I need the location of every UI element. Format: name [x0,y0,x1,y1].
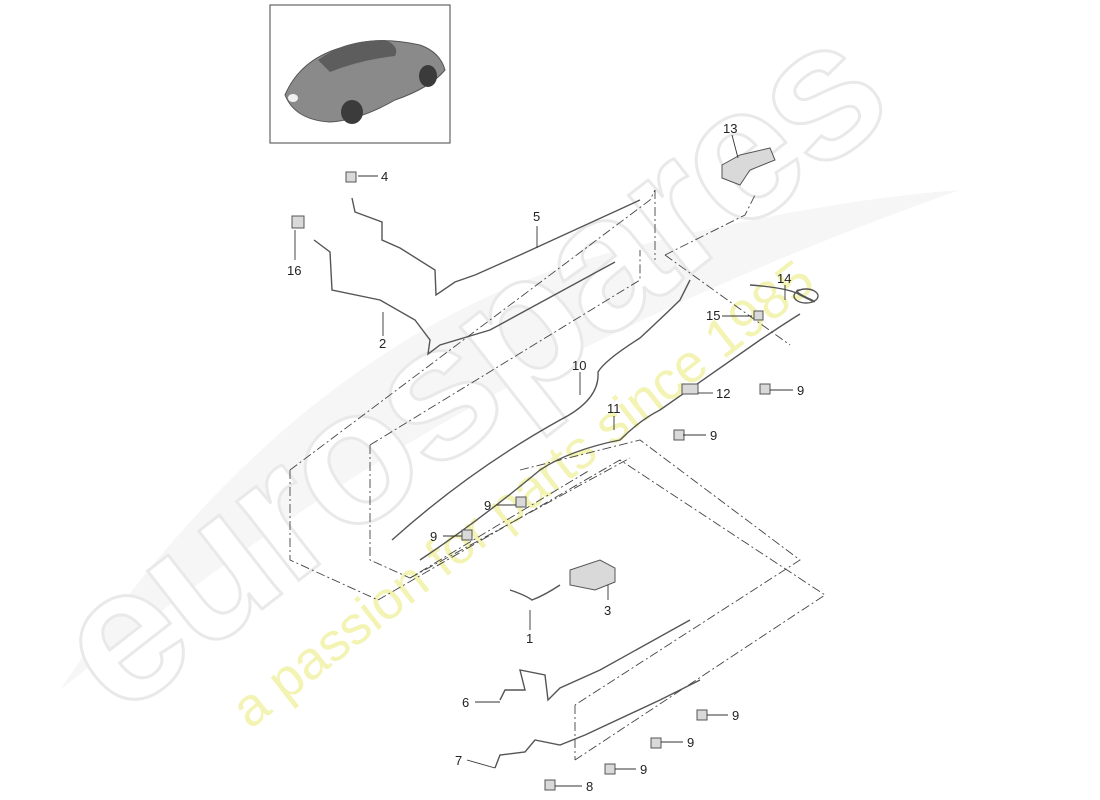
callout-3: 3 [604,603,611,618]
callout-7: 7 [455,753,462,768]
clip-9c [515,496,527,508]
line-7 [494,679,701,769]
line-10 [391,279,691,541]
line-2 [313,239,616,356]
clip-9b [673,429,685,441]
callout-13: 13 [723,121,737,136]
master-cylinder-13 [721,147,776,186]
fitting-16 [291,215,305,229]
clutch-lines [313,197,819,769]
fitting-12 [681,383,699,395]
callout-1: 1 [526,631,533,646]
callout-12: 12 [716,386,730,401]
line-5 [351,197,641,297]
watermark-swoosh [60,190,960,690]
line-1 [509,584,561,601]
callout-11: 11 [607,401,621,416]
callout-9g: 9 [640,762,647,777]
callout-9d: 9 [430,529,437,544]
callout-labels: 4 5 16 2 10 11 13 14 15 12 9 9 9 9 3 1 6… [287,121,804,794]
callout-5: 5 [533,209,540,224]
callout-9b: 9 [710,428,717,443]
fittings [291,147,776,791]
callout-15: 15 [706,308,720,323]
svg-text:eurospares: eurospares [15,0,921,752]
callout-9e: 9 [732,708,739,723]
clip-9a [759,383,771,395]
watermark-brand: eurospares [13,0,922,754]
clip-9d [461,529,473,541]
callout-16: 16 [287,263,301,278]
clip-9e [696,709,708,721]
callout-4: 4 [381,169,388,184]
callout-9f: 9 [687,735,694,750]
callout-10: 10 [572,358,586,373]
callout-9c: 9 [484,498,491,513]
callout-6: 6 [462,695,469,710]
assembly-outline [289,189,826,761]
callout-14: 14 [777,271,791,286]
slave-cylinder-3 [569,559,616,591]
callout-9a: 9 [797,383,804,398]
leader-lines [294,134,793,787]
fitting-8 [544,779,556,791]
callout-2: 2 [379,336,386,351]
car-thumbnail [269,4,451,144]
callout-8: 8 [586,779,593,794]
line-14-coil [793,288,819,304]
line-6 [499,619,691,702]
clip-9f [650,737,662,749]
line-11 [419,313,801,561]
fitting-4 [345,171,357,183]
fitting-15 [753,310,764,321]
clip-9g [604,763,616,775]
